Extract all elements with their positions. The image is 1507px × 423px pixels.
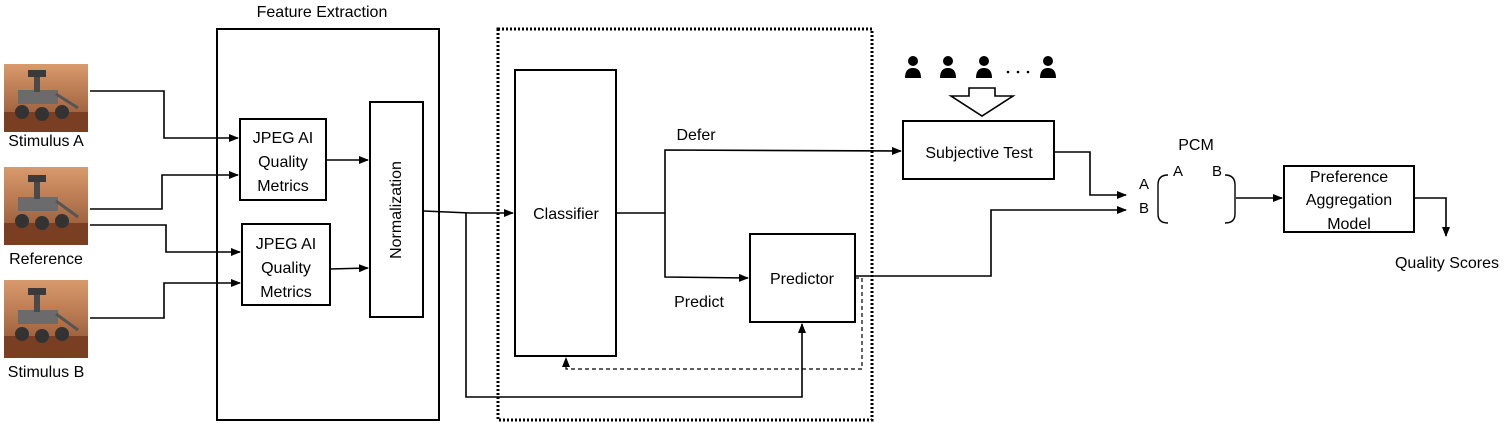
arrow-stimulus-a (90, 90, 239, 142)
aggregation-model-box (1283, 165, 1415, 233)
normalization-label: Normalization (388, 161, 405, 259)
arrow-defer (664, 146, 902, 213)
person-icon-2 (940, 56, 956, 78)
arrow-features-to-predictor (465, 213, 806, 398)
deferral-module-box (496, 27, 874, 422)
feedback-arrow-dashed (562, 277, 863, 370)
pcm-col-b: B (1212, 163, 1222, 180)
normalization-box (369, 101, 424, 318)
pcm-right-bracket (1224, 174, 1236, 224)
arrow-predictor-to-pcm (855, 206, 1127, 277)
arrow-predict (664, 213, 749, 282)
person-icon-3 (976, 56, 992, 78)
metrics-top-line3: Metrics (257, 178, 309, 195)
predict-label: Predict (674, 294, 724, 311)
aggregation-line1: Preference (1310, 169, 1388, 186)
subjective-test-label: Subjective Test (925, 145, 1033, 162)
aggregation-line3: Model (1327, 216, 1371, 233)
stimulus-a-label: Stimulus A (8, 133, 84, 150)
metrics-bottom-line1: JPEG AI (256, 236, 316, 253)
arrow-normalization-to-classifier (423, 209, 514, 217)
pcm-col-a: A (1173, 163, 1183, 180)
feature-extraction-title: Feature Extraction (257, 4, 388, 21)
arrow-metrics-bottom (329, 264, 369, 273)
stimulus-b-label: Stimulus B (8, 364, 84, 381)
predictor-label: Predictor (770, 271, 835, 288)
metrics-top-line1: JPEG AI (253, 130, 313, 147)
classifier-label: Classifier (533, 206, 599, 223)
feature-extraction-box (216, 28, 440, 421)
pcm-title: PCM (1178, 137, 1214, 154)
quality-scores-label: Quality Scores (1395, 255, 1499, 272)
pcm-row-a: A (1139, 176, 1149, 193)
reference-label: Reference (9, 251, 83, 268)
person-icon-4 (1040, 56, 1056, 78)
observer-icons (905, 56, 1056, 78)
metrics-box-bottom (241, 223, 331, 306)
hollow-down-arrow (948, 87, 1016, 117)
defer-label: Defer (676, 127, 716, 144)
stimulus-a-image (4, 64, 88, 132)
reference-image (4, 167, 88, 245)
metrics-bottom-line2: Quality (261, 260, 311, 277)
pcm-left-bracket (1157, 174, 1169, 224)
stimulus-b-image (4, 280, 88, 358)
metrics-top-line2: Quality (258, 154, 308, 171)
person-icon-1 (905, 56, 921, 78)
pcm-row-b: B (1139, 200, 1149, 217)
arrow-reference-bottom (90, 224, 241, 256)
arrow-subjective-to-pcm (1054, 151, 1127, 199)
subjective-test-box (902, 120, 1055, 180)
arrow-reference-top (90, 171, 239, 210)
arrow-stimulus-b (90, 279, 241, 319)
metrics-bottom-line3: Metrics (260, 284, 312, 301)
aggregation-line2: Aggregation (1306, 192, 1392, 209)
arrow-aggregation-to-output (1414, 197, 1450, 237)
